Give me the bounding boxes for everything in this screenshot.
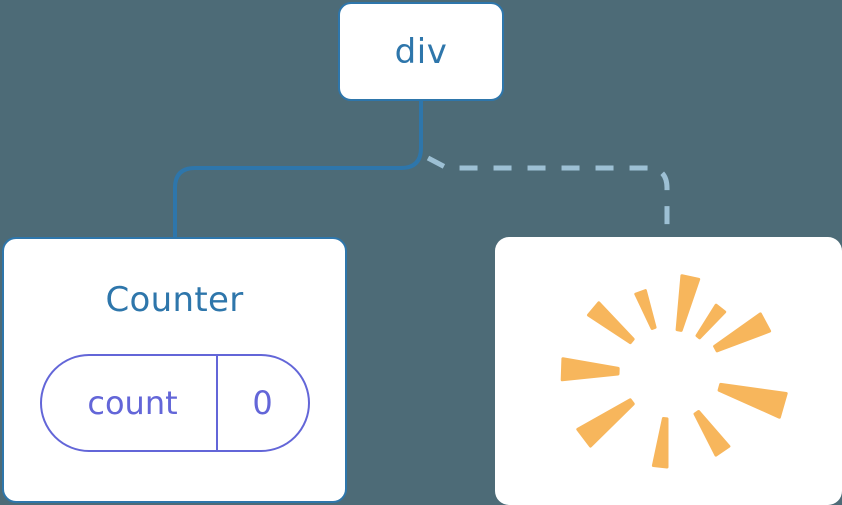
edge-div-to-burst: [426, 155, 670, 239]
burst-ray-2: [587, 301, 635, 345]
burst-ray-1: [634, 289, 657, 330]
burst-ray-3: [560, 357, 620, 382]
burst-ray-8: [713, 312, 772, 353]
burst-ray-5: [651, 417, 669, 469]
edge-div-to-counter: [173, 99, 423, 241]
burst-ray-9: [695, 303, 727, 340]
node-counter-label: Counter: [105, 280, 244, 320]
node-div-label: div: [394, 31, 448, 72]
burst-ray-6: [693, 410, 731, 457]
burst-ray-0: [675, 274, 701, 332]
node-div[interactable]: div: [338, 2, 504, 101]
render-burst-icon: [560, 274, 788, 469]
state-key-label: count: [87, 384, 178, 422]
node-burst[interactable]: [495, 237, 842, 505]
state-value-label: 0: [215, 356, 308, 450]
burst-ray-7: [717, 382, 788, 419]
burst-ray-4: [576, 398, 635, 448]
node-counter[interactable]: Counter count 0: [2, 237, 347, 503]
state-pill-count[interactable]: count 0: [39, 354, 310, 452]
